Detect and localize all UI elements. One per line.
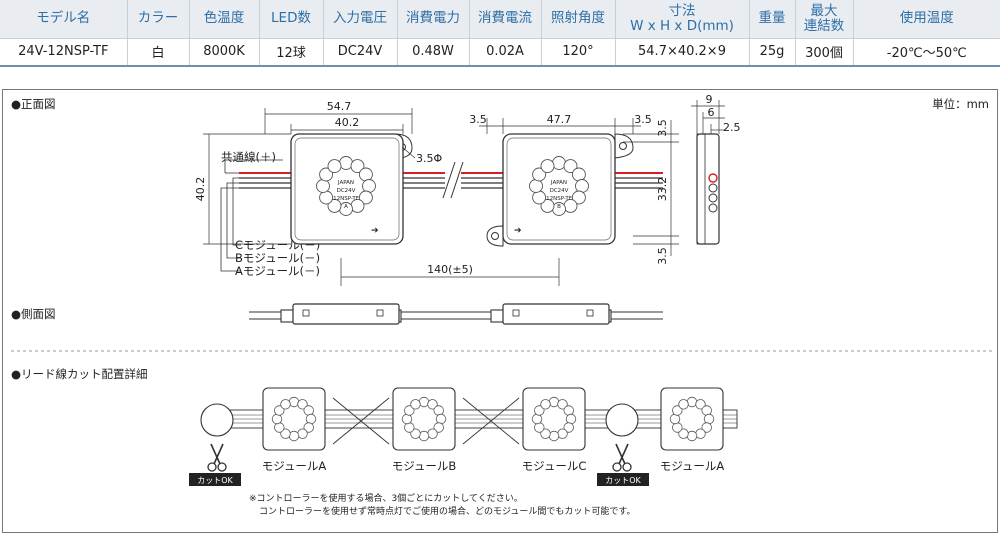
spec-header-cell: 最大連結数: [795, 0, 854, 39]
module-a-brand: JAPAN: [337, 180, 354, 186]
cut-ok-badge-label: カットOK: [197, 476, 233, 485]
cut-note-2: コントローラーを使用せず常時点灯でご使用の場合、どのモジュール間でもカット可能で…: [259, 505, 635, 517]
spec-header-cell: 色温度: [189, 0, 260, 39]
scissors-icon: [612, 443, 632, 472]
cut-ok-badge: [597, 473, 649, 486]
cut-note-1: ※コントローラーを使用する場合、3個ごとにカットしてください。: [249, 492, 523, 504]
module-a-letter: A: [344, 204, 348, 210]
spec-value-cell: DC24V: [323, 38, 398, 67]
dim-overall-width: 54.7: [327, 100, 352, 113]
cut-point-right: [605, 403, 639, 437]
dim-depth-tab: 2.5: [723, 121, 741, 134]
cut-module-c: [522, 387, 586, 451]
side-view: [249, 303, 663, 325]
spec-value-cell: 25g: [749, 38, 796, 67]
svg-text:➔: ➔: [371, 226, 379, 236]
module-b-model: 12NSP-TF: [546, 196, 572, 202]
cut-module-label-3: モジュールC: [522, 459, 587, 473]
cut-module-label-1: モジュールA: [262, 459, 327, 473]
spec-value-cell: -20℃～50℃: [853, 38, 1000, 67]
spec-value-cell: 0.48W: [397, 38, 470, 67]
dim-inner-height: 33.2: [656, 177, 669, 202]
module-a-model: 12NSP-TF: [333, 196, 359, 202]
technical-drawing: ●正面図 単位：mm ●側面図 ●リード線カット配置詳細: [11, 93, 993, 517]
cut-module-a-2: [660, 387, 724, 451]
spec-value-cell: 120°: [541, 38, 616, 67]
svg-text:➔: ➔: [514, 226, 522, 236]
dim-hole-diameter: 3.5Φ: [416, 152, 442, 165]
spec-header-cell: 消費電流: [469, 0, 542, 39]
module-a-voltage: DC24V: [337, 188, 356, 194]
dim-margin-top: 3.5: [656, 119, 669, 137]
spec-value-cell: 12球: [259, 38, 324, 67]
spec-value-cell: 白: [127, 38, 190, 67]
dim-depth: 9: [706, 93, 713, 106]
spec-value-cell: 24V-12NSP-TF: [0, 38, 128, 67]
spec-value-cell: 0.02A: [469, 38, 542, 67]
module-b-voltage: DC24V: [550, 188, 569, 194]
spec-header-cell: 重量: [749, 0, 796, 39]
module-b-letter: B: [557, 204, 561, 210]
dim-depth-inner: 6: [708, 106, 715, 119]
dim-body-height: 40.2: [194, 177, 207, 202]
spec-header-cell: カラー: [127, 0, 190, 39]
dim-body-width: 40.2: [335, 116, 360, 129]
spec-value-cell: 300個: [795, 38, 854, 67]
wire-label-module-a: Aモジュール(－): [235, 264, 320, 278]
dim-tab-right: 3.5: [634, 113, 652, 126]
unit-label: 単位：mm: [932, 97, 989, 111]
cut-ok-badge-label: カットOK: [605, 476, 641, 485]
spec-header-cell: 照射角度: [541, 0, 616, 39]
cut-detail-title: ●リード線カット配置詳細: [11, 367, 148, 381]
spec-header-cell: 入力電圧: [323, 0, 398, 39]
cut-module-a: [262, 387, 326, 451]
cut-module-label-4: モジュールA: [660, 459, 725, 473]
drawing-frame: ●正面図 単位：mm ●側面図 ●リード線カット配置詳細: [2, 89, 998, 533]
front-view: 共通線(＋) Cモジュール(－) Bモジュール(－) Aモジュール(－) JAP…: [194, 93, 741, 286]
dim-tab-left: 3.5: [469, 113, 487, 126]
side-view-title: ●側面図: [11, 307, 56, 321]
dim-margin-bottom: 3.5: [656, 247, 669, 265]
front-module-a: JAPAN DC24V 12NSP-TF A ➔: [290, 133, 413, 245]
cut-module-label-2: モジュールB: [392, 459, 457, 473]
spec-value-cell: 8000K: [189, 38, 260, 67]
dim-module-b-width: 47.7: [547, 113, 572, 126]
cut-module-b: [392, 387, 456, 451]
front-side-profile: 9 6 2.5: [691, 93, 741, 245]
wire-label-common: 共通線(＋): [221, 150, 276, 164]
spec-header-cell: 消費電力: [397, 0, 470, 39]
spec-header-cell: 使用温度: [853, 0, 1000, 39]
spec-header-cell: LED数: [259, 0, 324, 39]
cut-ok-badge: [189, 473, 241, 486]
front-view-title: ●正面図: [11, 97, 56, 111]
dim-pitch: 140(±5): [427, 263, 473, 276]
wire-label-module-b: Bモジュール(－): [235, 251, 320, 265]
spec-header-cell: モデル名: [0, 0, 128, 39]
cut-detail: モジュールA モジュールB モジュールC モジュールA カットOK カットOK …: [189, 387, 738, 517]
spec-value-cell: 54.7×40.2×9: [615, 38, 750, 67]
front-module-b: JAPAN DC24V 12NSP-TF B ➔: [486, 133, 634, 247]
cut-point-left: [200, 403, 234, 437]
scissors-icon: [207, 443, 227, 472]
module-b-brand: JAPAN: [550, 180, 567, 186]
